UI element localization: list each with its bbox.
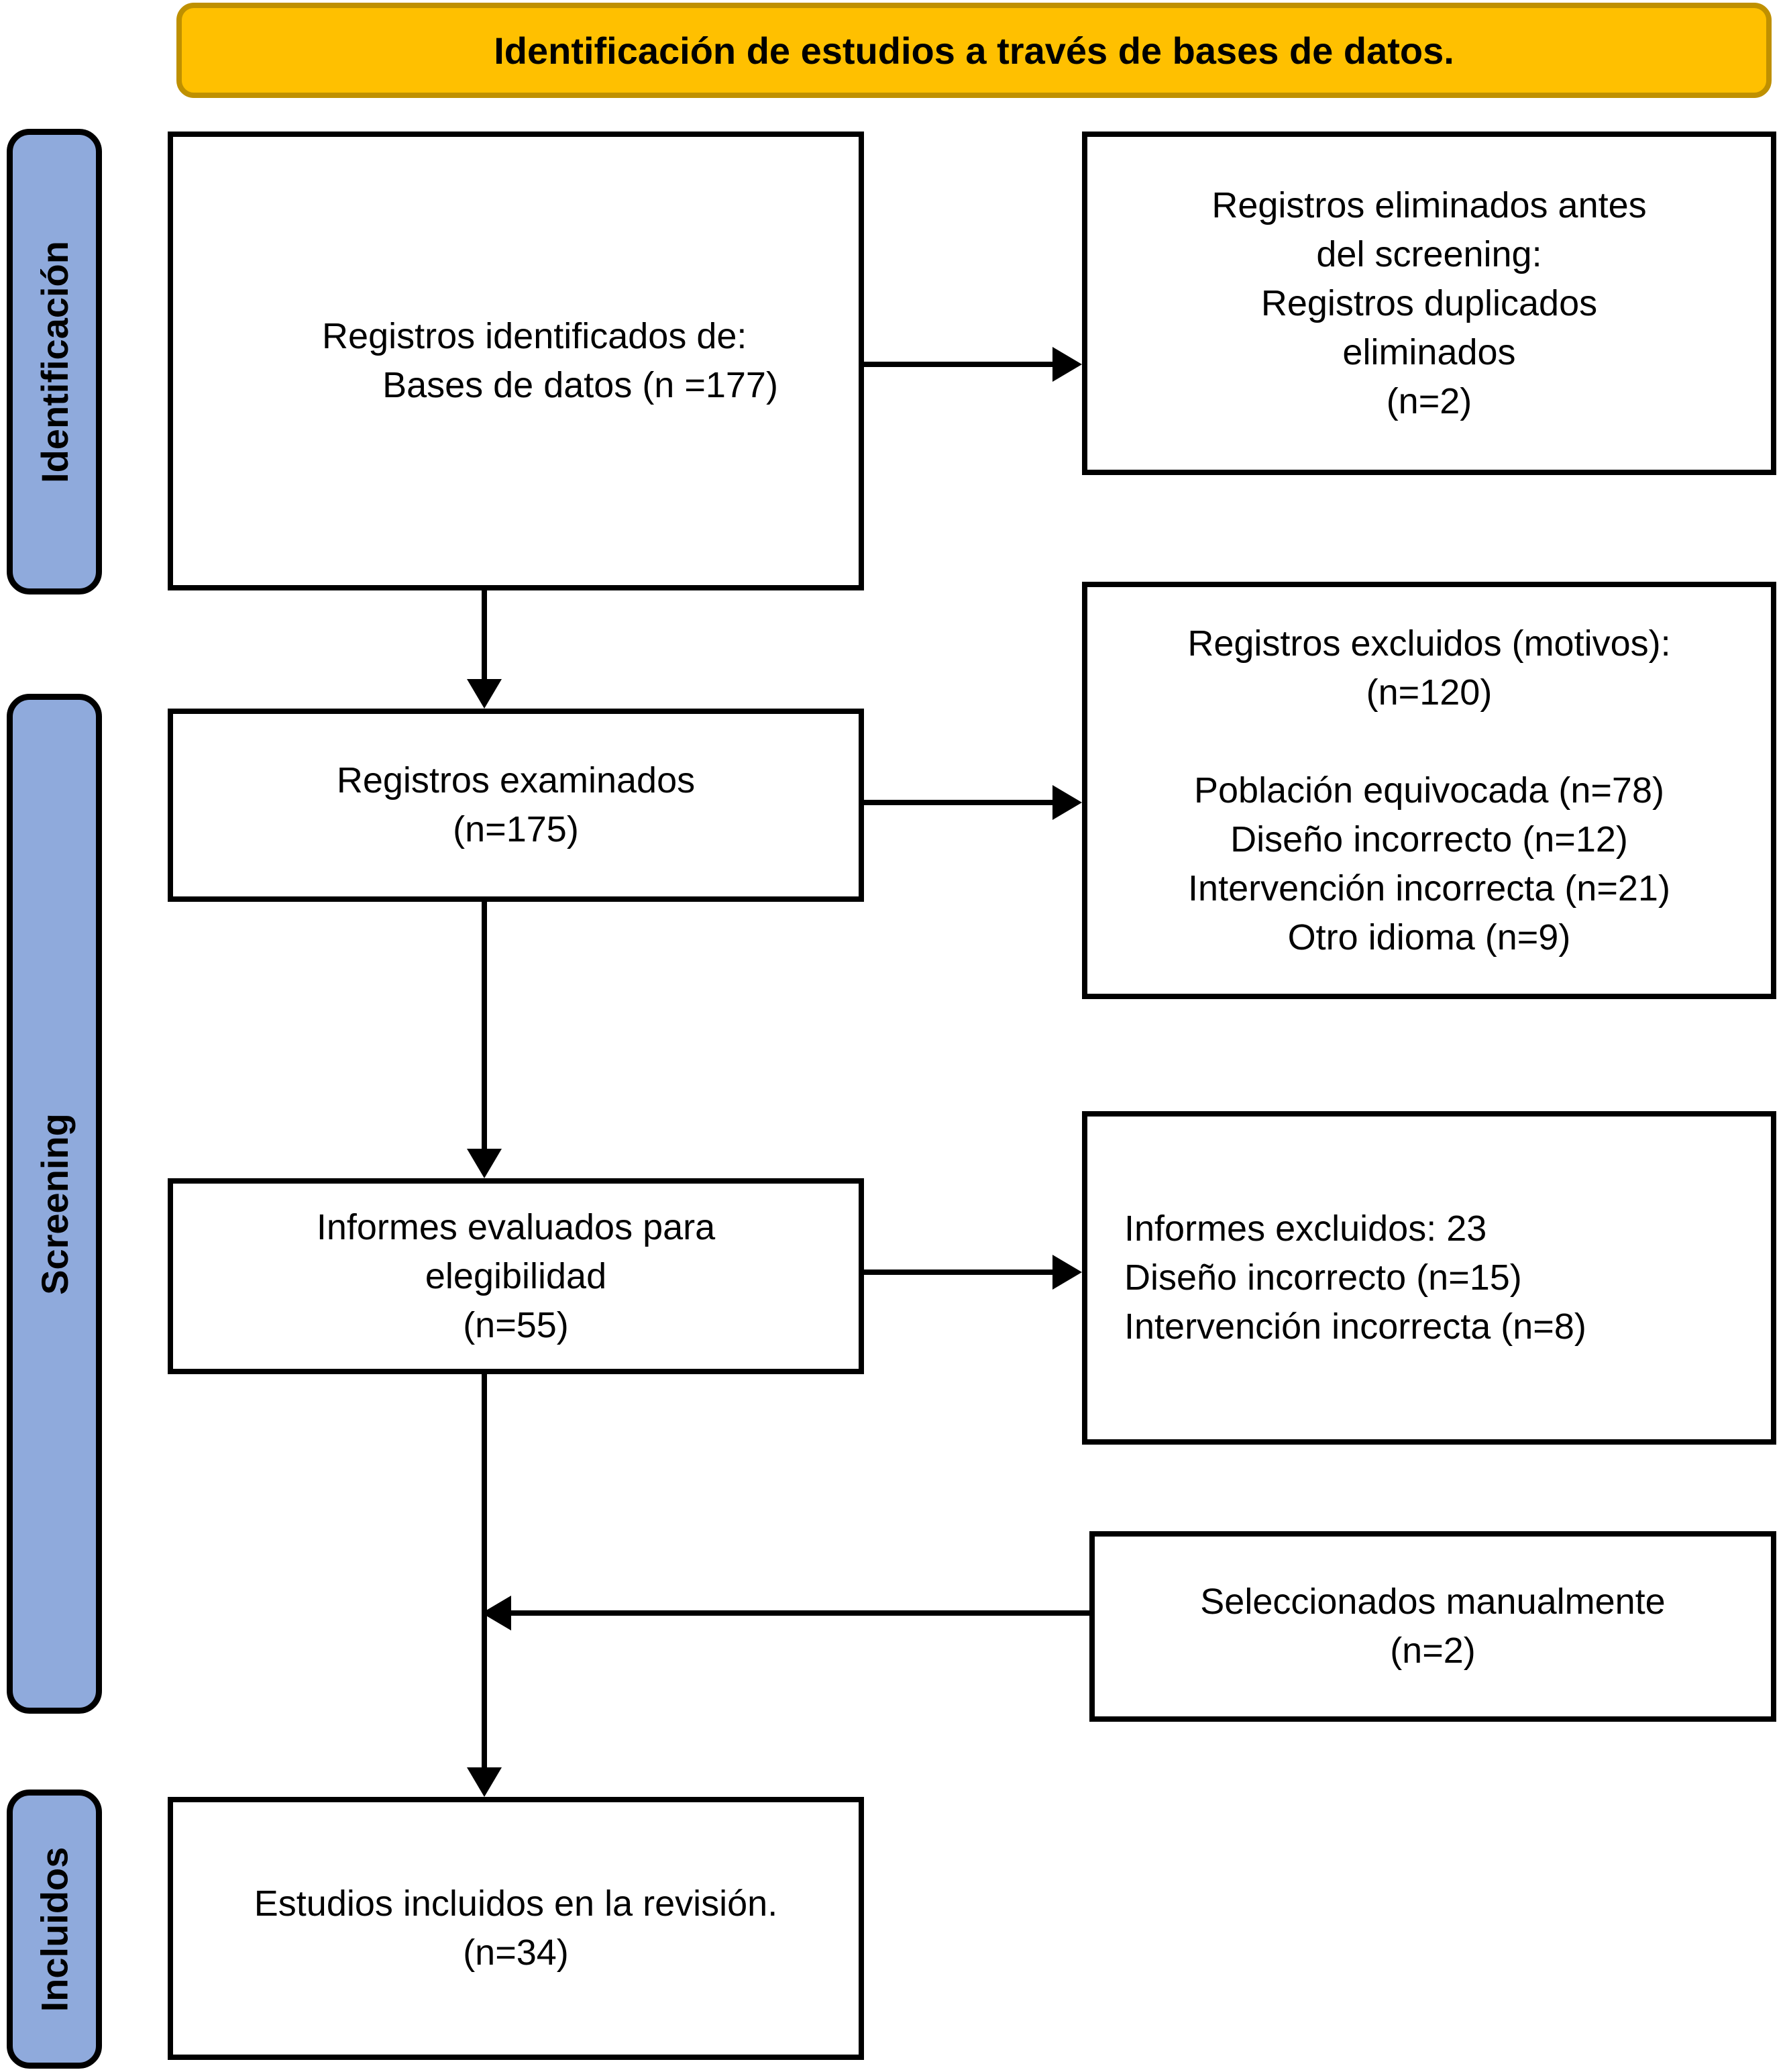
box-reports-excluded: Informes excluidos: 23 Diseño incorrecto… <box>1082 1111 1776 1445</box>
box-records-identified-text: Registros identificados de: Bases de dat… <box>322 316 778 405</box>
stage-identificacion: Identificación <box>7 129 102 594</box>
box-records-identified: Registros identificados de: Bases de dat… <box>168 132 864 590</box>
arrow-screened-to-excluded-head <box>1052 785 1082 820</box>
arrow-assessed-to-reports-excluded-head <box>1052 1255 1082 1290</box>
box-records-excluded: Registros excluidos (motivos): (n=120) P… <box>1082 582 1776 999</box>
arrow-manual-to-flow-line <box>510 1610 1089 1616</box>
box-records-removed-before-screening-text: Registros eliminados antes del screening… <box>1211 185 1647 421</box>
arrow-screened-to-excluded-line <box>864 800 1054 805</box>
box-records-screened: Registros examinados (n=175) <box>168 709 864 902</box>
arrow-identified-to-removed-line <box>864 362 1054 367</box>
box-reports-excluded-text: Informes excluidos: 23 Diseño incorrecto… <box>1124 1208 1586 1347</box>
box-reports-assessed-eligibility-text: Informes evaluados para elegibilidad (n=… <box>316 1206 716 1345</box>
arrow-assessed-to-included-head <box>467 1767 502 1797</box>
box-studies-included-text: Estudios incluidos en la revisión. (n=34… <box>254 1883 778 1973</box>
stage-incluidos: Incluidos <box>7 1790 102 2069</box>
box-records-removed-before-screening: Registros eliminados antes del screening… <box>1082 132 1776 475</box>
arrow-screened-to-assessed-head <box>467 1149 502 1178</box>
arrow-identified-to-screened-head <box>467 679 502 709</box>
stage-identificacion-label: Identificación <box>33 240 76 483</box>
stage-incluidos-label: Incluidos <box>33 1847 76 2012</box>
box-studies-included: Estudios incluidos en la revisión. (n=34… <box>168 1797 864 2060</box>
arrow-assessed-to-reports-excluded-line <box>864 1270 1054 1275</box>
arrow-identified-to-removed-head <box>1052 347 1082 382</box>
diagram-title: Identificación de estudios a través de b… <box>494 29 1454 72</box>
box-records-excluded-text: Registros excluidos (motivos): (n=120) P… <box>1187 623 1671 957</box>
box-manually-selected-text: Seleccionados manualmente (n=2) <box>1200 1582 1666 1671</box>
box-records-screened-text: Registros examinados (n=175) <box>336 760 696 849</box>
stage-screening: Screening <box>7 694 102 1714</box>
box-reports-assessed-eligibility: Informes evaluados para elegibilidad (n=… <box>168 1178 864 1374</box>
arrow-assessed-to-included-line <box>482 1374 487 1769</box>
arrow-identified-to-screened-line <box>482 590 487 680</box>
box-manually-selected: Seleccionados manualmente (n=2) <box>1089 1531 1776 1722</box>
stage-screening-label: Screening <box>33 1112 76 1295</box>
header-banner: Identificación de estudios a través de b… <box>176 3 1772 98</box>
arrow-screened-to-assessed-line <box>482 902 487 1150</box>
